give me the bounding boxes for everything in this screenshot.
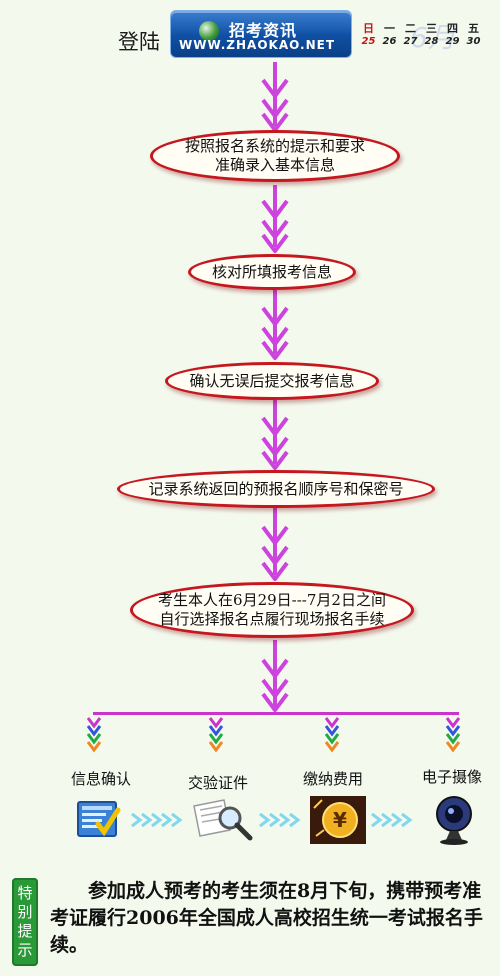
down-arrow-icon: [261, 185, 289, 253]
step-record-number: 记录系统返回的预报名顺序号和保密号: [117, 470, 435, 508]
calendar-weekday: 三: [426, 22, 437, 35]
calendar-weekday: 二: [405, 22, 416, 35]
calendar-dates: 25 26 27 28 29 30: [358, 36, 488, 47]
mini-calendar: 日 一 二 三 四 五 25 26 27 28 29 30: [358, 20, 488, 47]
step-text: 确认无误后提交报考信息: [189, 371, 355, 390]
step-text: 准确录入基本信息: [214, 156, 335, 174]
double-chevron-right-icon: [131, 812, 183, 828]
rainbow-down-arrow-icon: [445, 717, 461, 753]
step-text: 考生本人在6月29日---7月2日之间: [158, 591, 386, 609]
down-arrow-icon: [261, 507, 289, 581]
zhaokao-logo[interactable]: 招考资讯 WWW.ZHAOKAO.NET: [170, 10, 352, 58]
step-onsite-registration: 考生本人在6月29日---7月2日之间 自行选择报名点履行现场报名手续: [130, 582, 414, 638]
tip-badge-char: 提: [17, 922, 33, 940]
calendar-weekdays: 日 一 二 三 四 五: [358, 20, 488, 36]
calendar-date: 27: [403, 36, 418, 47]
webcam-icon: [436, 796, 472, 845]
down-arrow-icon: [261, 62, 289, 132]
branch-label-verify-documents: 交验证件: [187, 774, 248, 792]
tip-badge-char: 示: [17, 941, 33, 959]
rainbow-down-arrow-icon: [86, 717, 102, 753]
double-chevron-right-icon: [371, 812, 413, 828]
calendar-date: 25: [361, 36, 376, 47]
step-text: 按照报名系统的提示和要求: [184, 137, 365, 155]
globe-icon: [199, 21, 219, 41]
step-text: 核对所填报考信息: [211, 262, 332, 281]
calendar-weekday: 一: [384, 22, 395, 35]
calendar-weekday: 日: [363, 22, 374, 35]
special-tip-badge: 特 别 提 示: [12, 878, 38, 966]
calendar-date: 29: [445, 36, 460, 47]
calendar-date: 26: [382, 36, 397, 47]
rainbow-down-arrow-icon: [324, 717, 340, 753]
step-enter-info: 按照报名系统的提示和要求 准确录入基本信息: [150, 130, 400, 182]
magnifier-document-icon: [193, 799, 253, 841]
branch-label-pay-fee: 缴纳费用: [302, 770, 363, 788]
logo-title: 招考资讯: [229, 21, 298, 40]
calendar-weekday: 五: [468, 22, 479, 35]
tip-badge-char: 别: [17, 903, 33, 921]
step-submit-info: 确认无误后提交报考信息: [165, 362, 379, 400]
step-text: 自行选择报名点履行现场报名手续: [159, 610, 385, 628]
step-text: 记录系统返回的预报名顺序号和保密号: [148, 479, 404, 498]
down-arrow-icon: [261, 400, 289, 470]
down-arrow-icon: [261, 640, 289, 712]
rainbow-down-arrow-icon: [208, 717, 224, 753]
calendar-date: 30: [466, 36, 481, 47]
branch-line: [93, 712, 459, 715]
step-verify-info: 核对所填报考信息: [188, 254, 356, 290]
tip-badge-char: 特: [17, 884, 33, 902]
form-check-icon: [77, 801, 121, 837]
double-chevron-right-icon: [259, 812, 301, 828]
branch-label-photo: 电子摄像: [421, 768, 482, 786]
calendar-watermark: 6月: [410, 21, 456, 54]
logo-url: WWW.ZHAOKAO.NET: [179, 38, 336, 52]
down-arrow-icon: [261, 290, 289, 360]
branch-label-info-confirm: 信息确认: [70, 770, 131, 788]
svg-text:¥: ¥: [333, 808, 347, 832]
calendar-date: 28: [424, 36, 439, 47]
calendar-weekday: 四: [447, 22, 458, 35]
login-label[interactable]: 登陆: [118, 30, 160, 54]
special-tip-text: 参加成人预考的考生须在8月下旬，携带预考准考证履行2006年全国成人高校招生统一…: [50, 880, 483, 956]
yen-coin-icon: ¥: [310, 796, 366, 844]
